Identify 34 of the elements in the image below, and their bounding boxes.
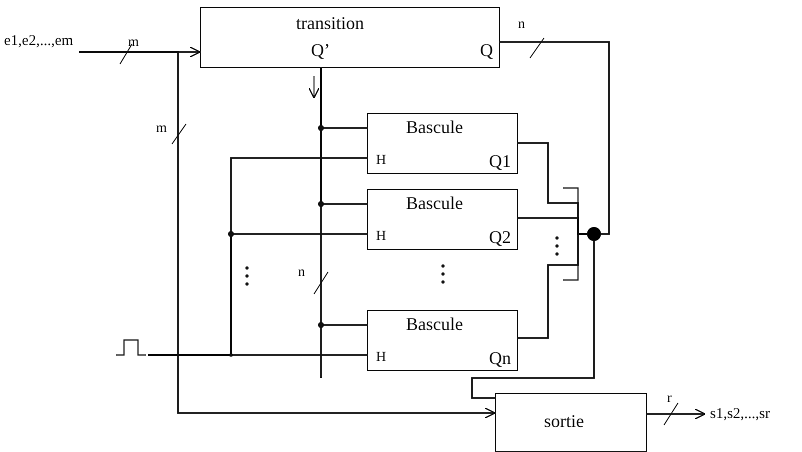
signal-line — [647, 408, 706, 420]
junction-dot — [587, 227, 601, 241]
port-label: Q — [480, 41, 493, 59]
signal-line — [148, 354, 367, 356]
block-title: transition — [296, 14, 364, 32]
edge-label: n — [298, 266, 305, 280]
port-label: Q’ — [311, 41, 330, 59]
input-label: e1,e2,...,em — [4, 33, 74, 49]
clock-pulse-icon — [116, 338, 148, 357]
signal-line — [79, 51, 496, 419]
signal-line — [471, 241, 595, 399]
block-title: Bascule — [406, 315, 463, 333]
flip-flop-block — [367, 310, 518, 371]
block-title: sortie — [544, 412, 584, 430]
port-label: Q2 — [489, 228, 511, 246]
port-label: Q1 — [489, 152, 511, 170]
flip-flop-block — [367, 189, 518, 250]
block-title: Bascule — [406, 194, 463, 212]
signal-line — [320, 68, 367, 326]
flip-flop-block — [367, 113, 518, 174]
signal-line — [500, 41, 610, 235]
edge-label: n — [518, 18, 525, 32]
port-label: H — [376, 351, 386, 365]
output-block — [495, 393, 647, 452]
port-label: Qn — [489, 349, 511, 367]
port-label: H — [376, 230, 386, 244]
edge-label: m — [128, 36, 139, 50]
output-label: s1,s2,...,sr — [710, 406, 770, 422]
edge-label: r — [667, 392, 672, 406]
edge-label: m — [156, 122, 167, 136]
block-title: Bascule — [406, 118, 463, 136]
transition-block — [200, 7, 500, 68]
signal-line — [518, 233, 587, 339]
port-label: H — [376, 154, 386, 168]
